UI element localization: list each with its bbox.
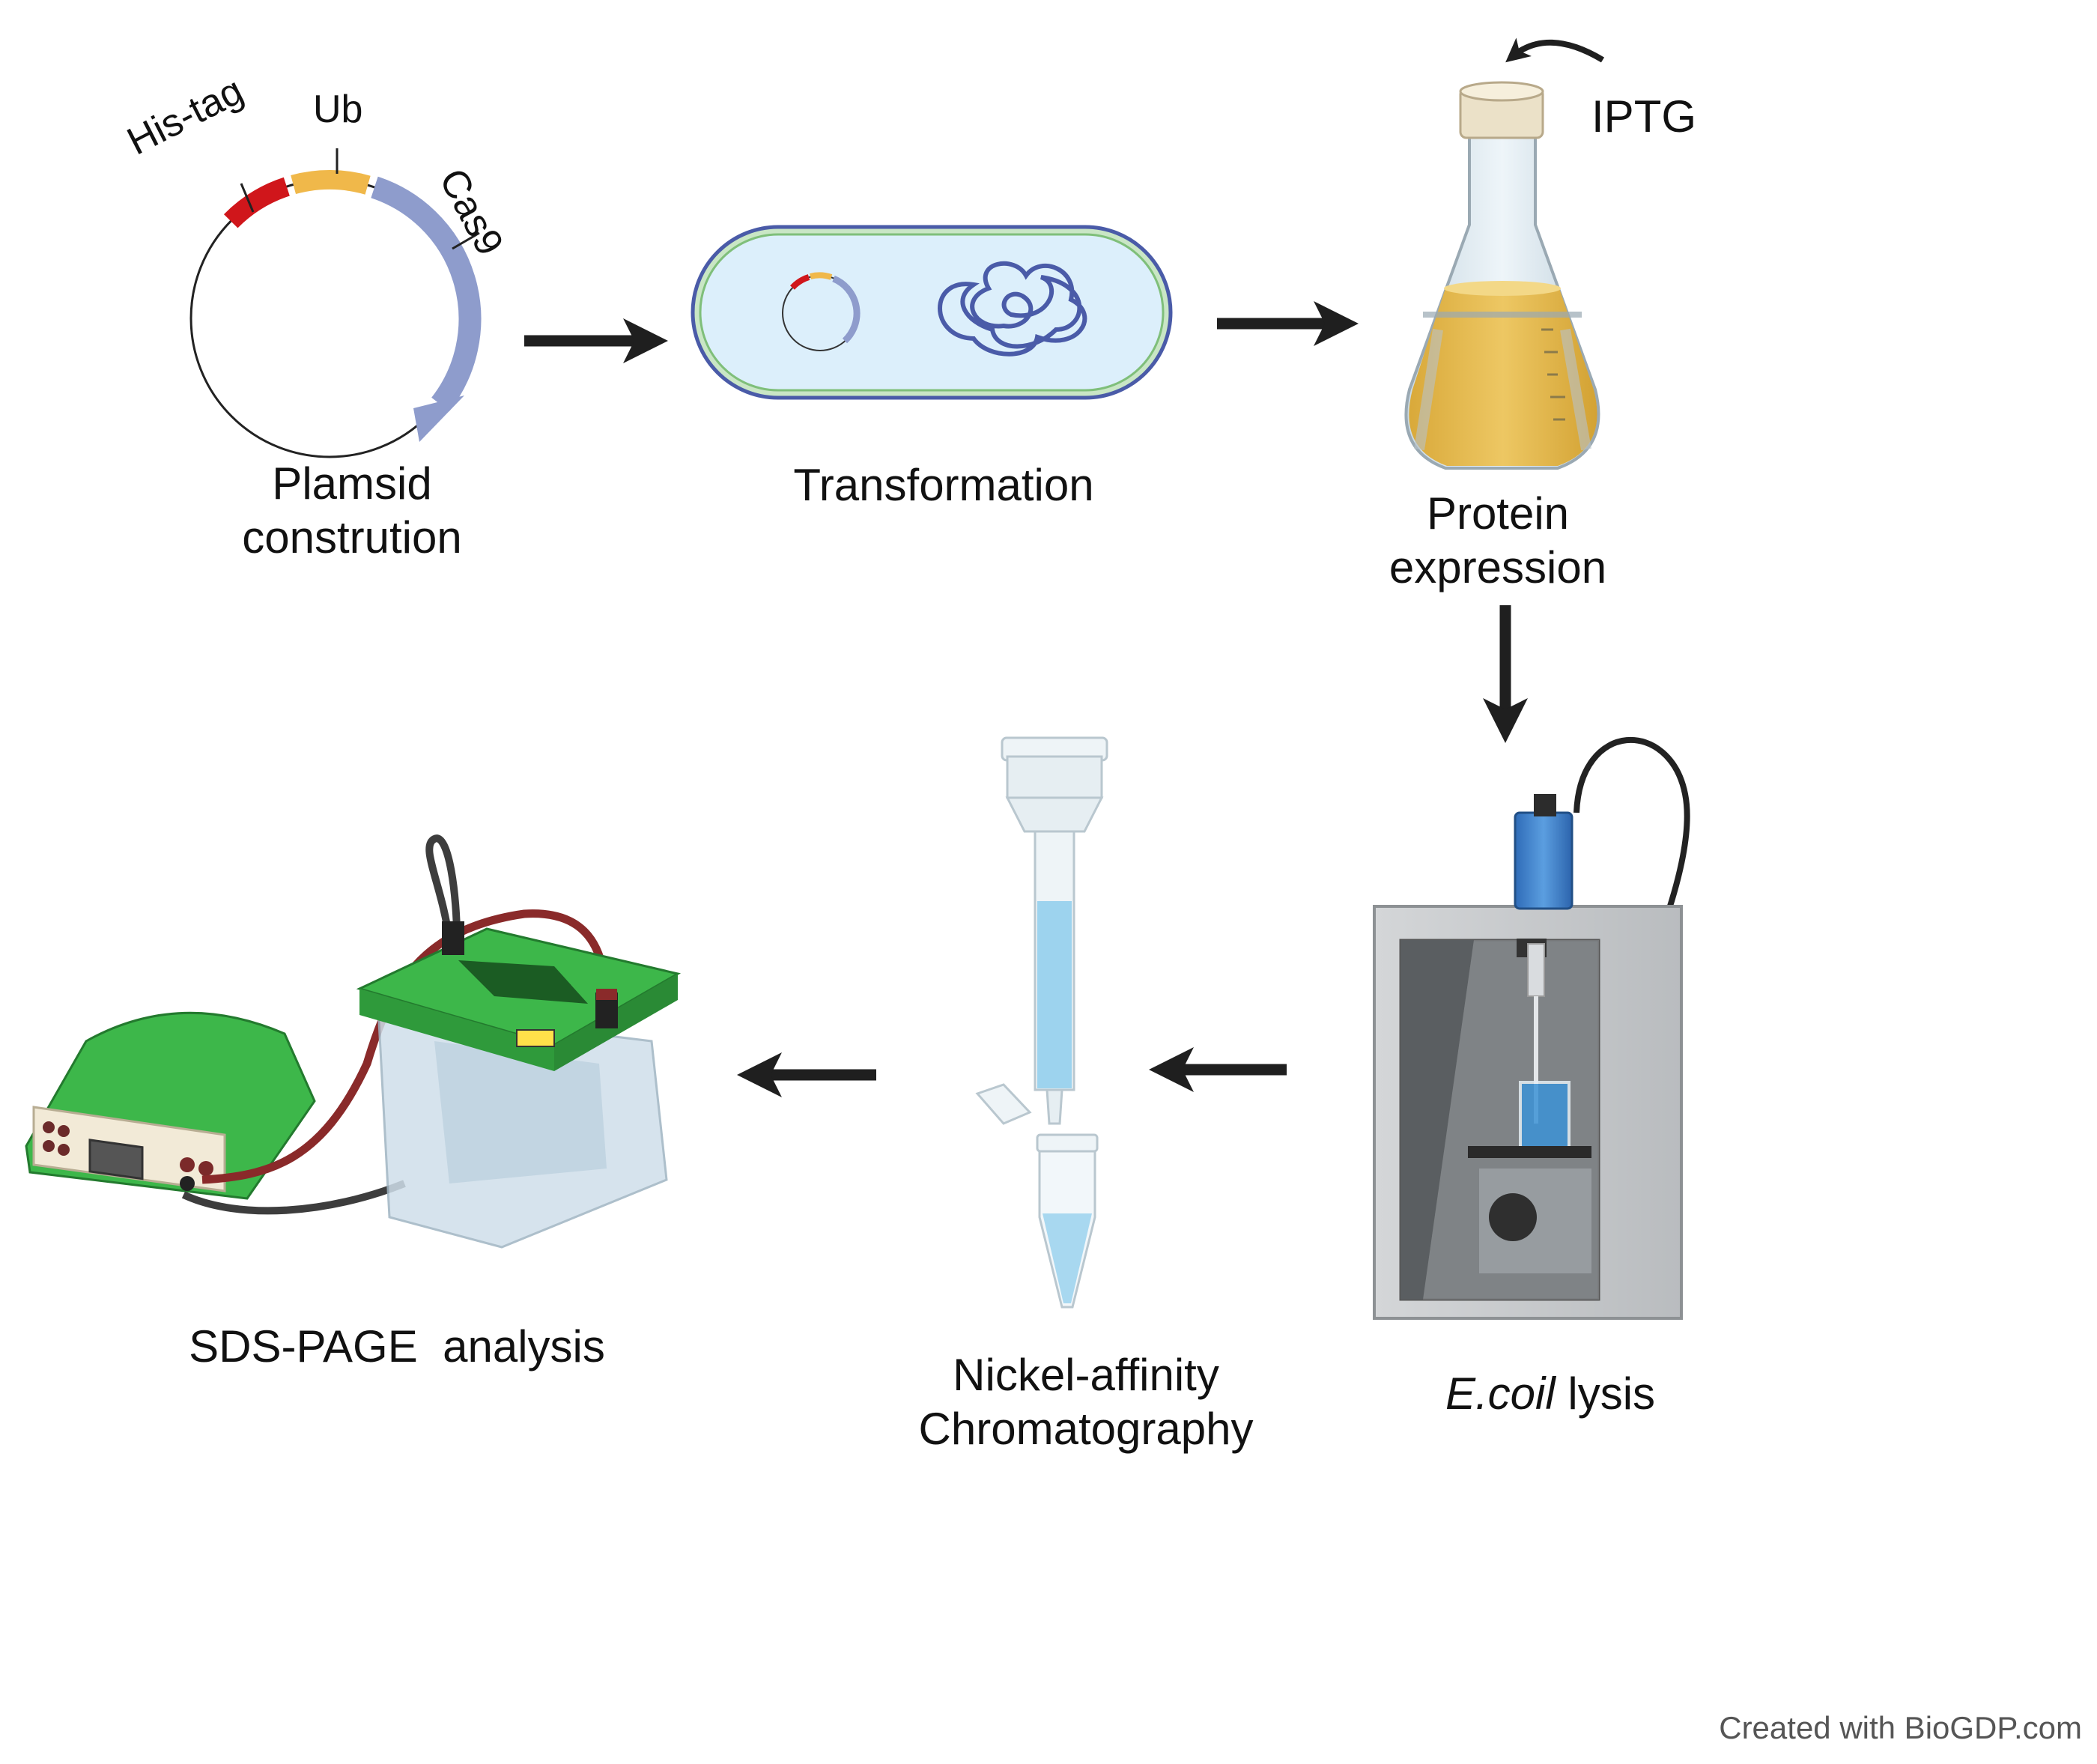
ub-label: Ub <box>313 88 363 131</box>
sonicator-cable <box>1573 736 1690 919</box>
tube-cap <box>975 1083 1032 1125</box>
cas9-segment <box>371 176 482 412</box>
bacterial-cell <box>691 225 1173 400</box>
plasmid-map <box>189 148 482 458</box>
iptg-arrow <box>1505 37 1605 63</box>
lysis-word: lysis <box>1555 1369 1656 1419</box>
plasmid-construction-label: Plamsid constrution <box>242 458 462 563</box>
credit-text: Created with BioGDP.com <box>1719 1710 2082 1745</box>
power-supply-display <box>88 1139 144 1180</box>
sds-page-label: SDS-PAGE analysis <box>189 1321 605 1372</box>
sonicator <box>1373 736 1690 1320</box>
his-tag-segment <box>223 177 291 228</box>
transformation-label: Transformation <box>793 460 1094 510</box>
chromatography-column <box>975 736 1108 1309</box>
erlenmeyer-flask <box>1404 37 1605 470</box>
warning-label <box>516 1029 555 1047</box>
stand-knob <box>1489 1193 1537 1241</box>
iptg-label: IPTG <box>1591 91 1697 142</box>
column-liquid <box>1037 901 1072 1088</box>
cas9-arrowhead <box>413 395 464 442</box>
sonicator-transducer <box>1514 811 1573 910</box>
sds-page-apparatus <box>25 834 682 1249</box>
culture-medium <box>1409 288 1597 466</box>
ub-segment <box>291 170 371 195</box>
chromatography-label: Nickel-affinity Chromatography <box>918 1350 1254 1454</box>
black-cable <box>181 1180 406 1215</box>
lysis-label: E.coil lysis <box>1386 1367 1715 1421</box>
sample-beaker <box>1519 1081 1571 1151</box>
lysis-organism: E.coil <box>1445 1369 1556 1419</box>
protein-expression-label: Protein expression <box>1389 488 1607 592</box>
bacterial-chromosome <box>938 261 1087 357</box>
black-electrode <box>442 921 464 955</box>
